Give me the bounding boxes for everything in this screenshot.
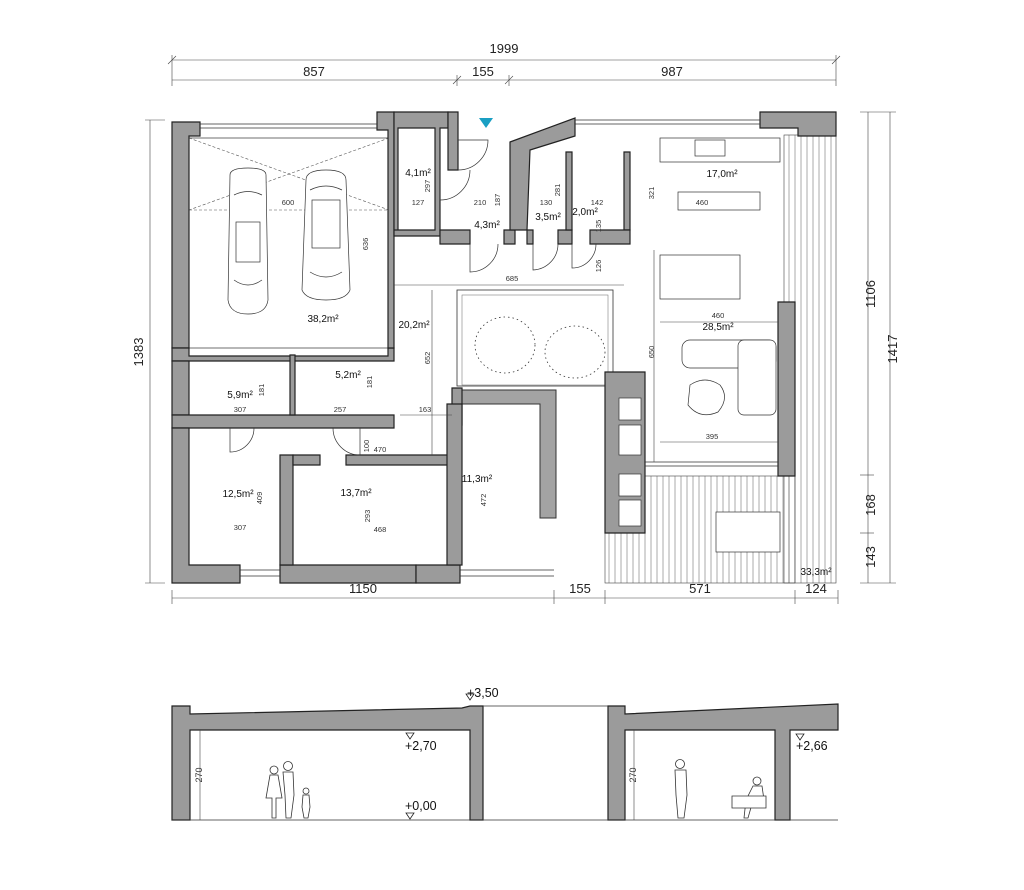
svg-text:181: 181 xyxy=(365,376,374,389)
svg-text:600: 600 xyxy=(282,198,295,207)
area-terrace: 33,3m² xyxy=(800,567,832,578)
area-wc2: 2,0m² xyxy=(572,207,598,218)
area-bed3: 11,3m² xyxy=(462,474,493,485)
area-corridor: 20,2m² xyxy=(398,320,430,331)
dining-table xyxy=(659,254,741,300)
svg-text:135: 135 xyxy=(594,220,603,233)
svg-text:126: 126 xyxy=(594,260,603,273)
svg-text:130: 130 xyxy=(540,198,553,207)
svg-text:470: 470 xyxy=(374,445,387,454)
dim-top-left: 857 xyxy=(303,64,325,79)
svg-text:685: 685 xyxy=(506,274,519,283)
dim-right-a: 1106 xyxy=(863,280,878,308)
bottom-dimension-lines xyxy=(171,590,839,604)
svg-text:100: 100 xyxy=(362,440,371,453)
dim-right-total: 1417 xyxy=(885,335,900,364)
right-dimension-lines xyxy=(860,111,896,584)
area-kitchen: 17,0m² xyxy=(706,169,738,180)
dim-right-b: 168 xyxy=(863,494,878,516)
area-bed1: 12,5m² xyxy=(222,489,254,500)
section-drawing xyxy=(171,693,839,821)
dim-bottom-c: 571 xyxy=(689,581,711,596)
svg-text:163: 163 xyxy=(419,405,432,414)
svg-text:281: 281 xyxy=(553,184,562,197)
svg-text:181: 181 xyxy=(257,384,266,397)
level-top: +3,50 xyxy=(467,686,499,700)
dim-top-right: 987 xyxy=(661,64,683,79)
svg-text:307: 307 xyxy=(234,523,247,532)
walls xyxy=(171,111,837,584)
area-living: 28,5m² xyxy=(702,322,734,333)
svg-text:652: 652 xyxy=(423,352,432,365)
kitchen-counter xyxy=(659,137,781,163)
svg-text:210: 210 xyxy=(474,198,487,207)
dim-bottom-a: 1150 xyxy=(349,581,377,596)
level-floor: +0,00 xyxy=(405,799,437,813)
dim-right-c: 143 xyxy=(863,546,878,568)
section-height-right: 270 xyxy=(628,767,638,782)
dim-bottom-b: 155 xyxy=(569,581,591,596)
svg-text:460: 460 xyxy=(712,311,725,320)
glazing-lines xyxy=(200,119,778,577)
svg-text:293: 293 xyxy=(363,510,372,523)
section-height-left: 270 xyxy=(194,767,204,782)
top-dimension-lines xyxy=(167,55,841,86)
svg-text:142: 142 xyxy=(591,198,604,207)
svg-text:460: 460 xyxy=(696,198,709,207)
level-ceiling-left: +2,70 xyxy=(405,739,437,753)
atrium-plant-pattern xyxy=(474,316,606,379)
svg-text:395: 395 xyxy=(706,432,719,441)
area-pantry: 3,5m² xyxy=(535,212,561,223)
car-left xyxy=(227,167,269,315)
svg-text:321: 321 xyxy=(647,187,656,200)
svg-text:468: 468 xyxy=(374,525,387,534)
atrium xyxy=(456,289,614,387)
svg-text:297: 297 xyxy=(423,180,432,193)
left-dimension-lines xyxy=(145,119,165,584)
svg-text:187: 187 xyxy=(493,194,502,207)
level-ceiling-right: +2,66 xyxy=(796,739,828,753)
dim-bottom-d: 124 xyxy=(805,581,827,596)
svg-text:472: 472 xyxy=(479,494,488,507)
svg-text:409: 409 xyxy=(255,492,264,505)
kitchen-island xyxy=(677,191,761,211)
svg-text:636: 636 xyxy=(361,238,370,251)
svg-text:650: 650 xyxy=(647,346,656,359)
dim-top-mid: 155 xyxy=(472,64,494,79)
svg-text:127: 127 xyxy=(412,198,425,207)
door-swings xyxy=(229,139,597,456)
terrace-table xyxy=(715,511,781,553)
dim-left-total: 1383 xyxy=(131,338,146,367)
car-right xyxy=(301,169,351,301)
svg-text:257: 257 xyxy=(334,405,347,414)
entrance-marker-icon xyxy=(479,118,493,128)
area-bed2: 13,7m² xyxy=(340,488,372,499)
area-utility: 5,9m² xyxy=(227,390,253,401)
area-hall-top: 4,3m² xyxy=(474,220,500,231)
area-bath: 5,2m² xyxy=(335,370,361,381)
svg-text:307: 307 xyxy=(234,405,247,414)
dim-total-width: 1999 xyxy=(490,41,519,56)
area-garage: 38,2m² xyxy=(307,314,339,325)
area-wc-top: 4,1m² xyxy=(405,168,431,179)
